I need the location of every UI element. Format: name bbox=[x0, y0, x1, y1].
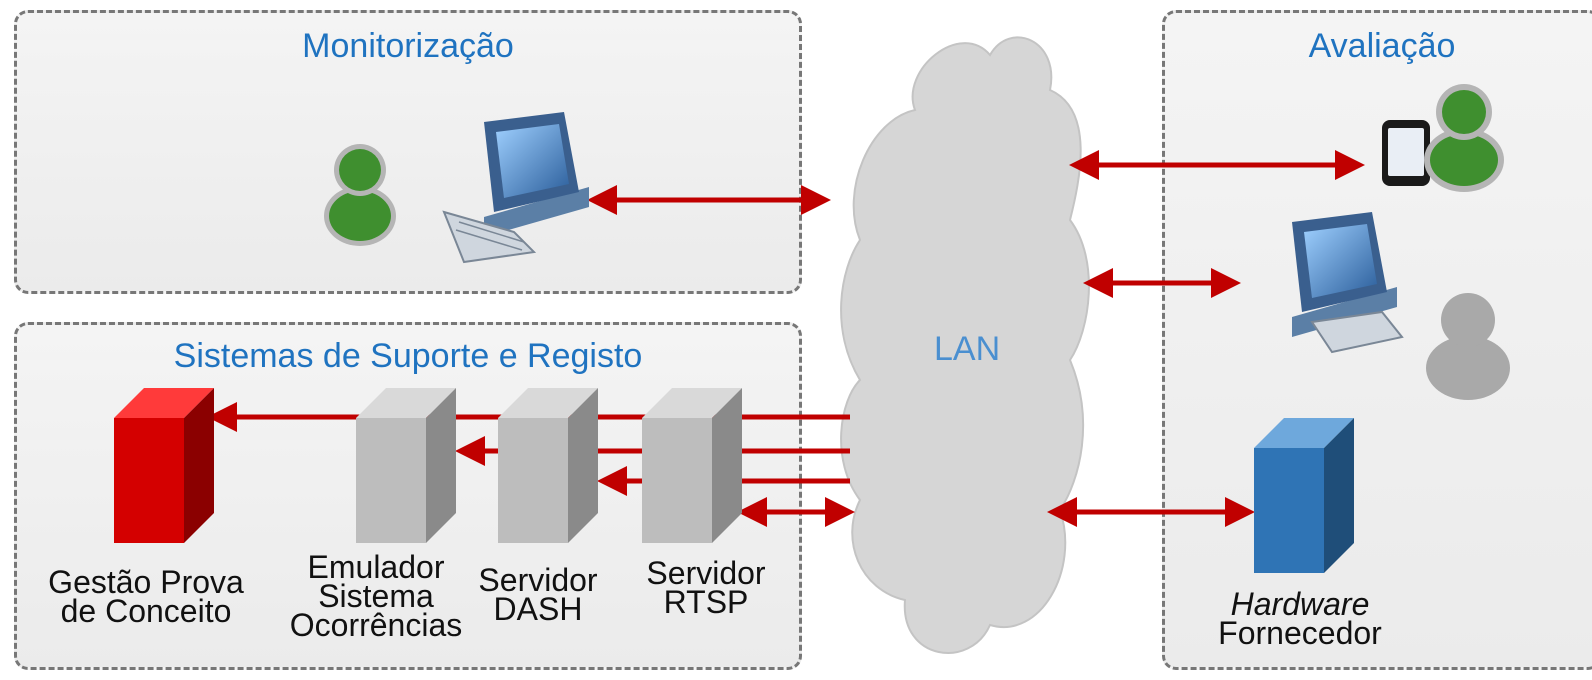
evaluation-title: Avaliação bbox=[1308, 27, 1456, 65]
dash-label-line1: Servidor bbox=[478, 562, 598, 598]
monitoring-title: Monitorização bbox=[302, 27, 514, 65]
user-icon bbox=[1424, 84, 1504, 192]
hardware-label-line2: Fornecedor bbox=[1218, 615, 1382, 651]
gestao-label-line2: de Conceito bbox=[60, 593, 232, 629]
emulador-label: Emulador Sistema Ocorrências bbox=[274, 549, 478, 643]
server-tower-icon bbox=[1254, 418, 1354, 573]
server-tower-icon bbox=[642, 388, 742, 543]
gestao-label-line1: Gestão Prova bbox=[48, 564, 244, 600]
cloud-icon bbox=[840, 36, 1090, 654]
server-tower-icon bbox=[498, 388, 598, 543]
user-icon bbox=[1426, 293, 1510, 400]
rtsp-label: Servidor RTSP bbox=[620, 555, 792, 620]
rtsp-label-line2: RTSP bbox=[663, 584, 749, 620]
dash-label: Servidor DASH bbox=[466, 562, 610, 627]
emulador-label-line2: Sistema bbox=[318, 578, 434, 614]
hardware-label: Hardware Fornecedor bbox=[1190, 586, 1410, 651]
user-icon bbox=[324, 144, 396, 246]
emulador-label-line3: Ocorrências bbox=[289, 607, 463, 643]
emulador-label-line1: Emulador bbox=[307, 549, 445, 585]
dash-label-line2: DASH bbox=[493, 591, 583, 627]
monitoring-panel: Monitorização bbox=[14, 10, 802, 294]
hardware-label-line1: Hardware bbox=[1230, 586, 1370, 622]
rtsp-label-line1: Servidor bbox=[646, 555, 766, 591]
support-title: Sistemas de Suporte e Registo bbox=[173, 337, 643, 375]
smartphone-icon bbox=[1382, 120, 1430, 186]
desktop-computer-icon bbox=[442, 112, 589, 264]
server-tower-icon bbox=[356, 388, 456, 543]
desktop-computer-icon bbox=[1292, 212, 1404, 354]
lan-label: LAN bbox=[934, 330, 1001, 368]
gestao-label: Gestão Prova de Conceito bbox=[30, 564, 262, 629]
server-tower-icon bbox=[114, 388, 214, 543]
